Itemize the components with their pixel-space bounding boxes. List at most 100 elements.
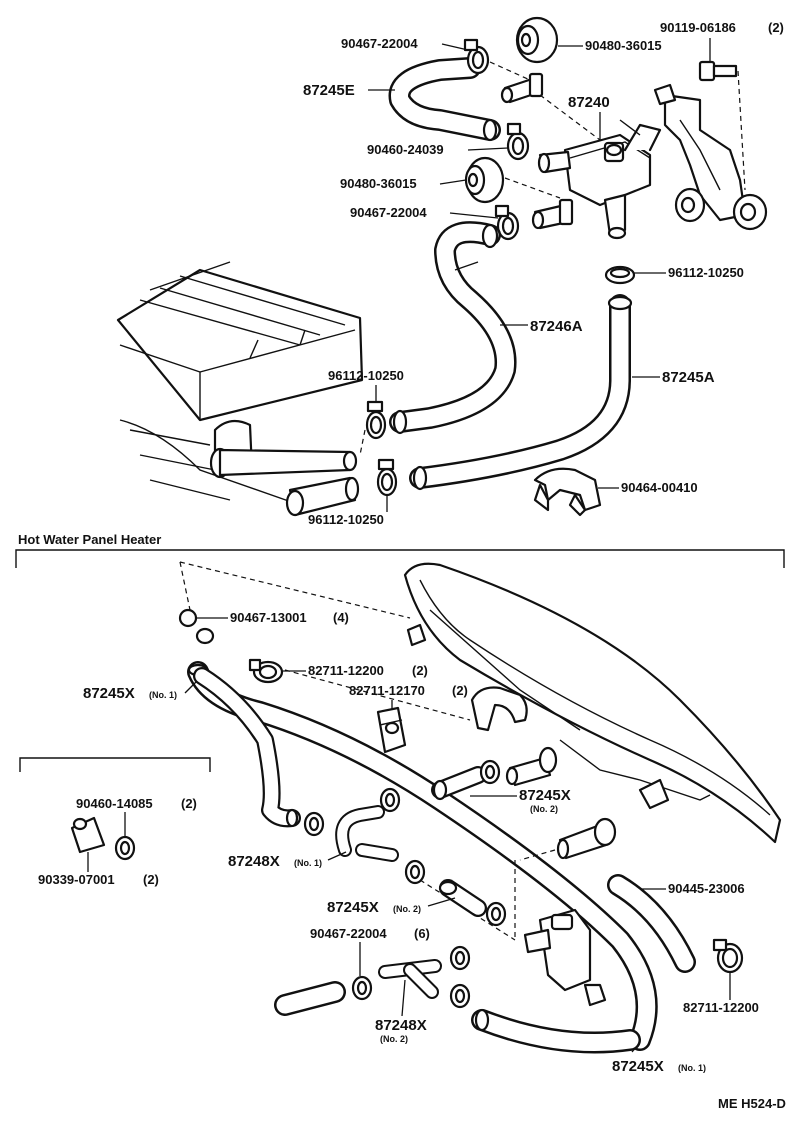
svg-text:90460-14085: 90460-14085 xyxy=(76,796,153,811)
svg-text:87245X: 87245X xyxy=(519,787,571,804)
callout-87248x-no2: 87248X (No. 2) xyxy=(375,979,427,1044)
hose-clamp-icon xyxy=(303,811,325,837)
callout-90467-22004-mid: 90467-22004 xyxy=(350,205,499,220)
callout-90119-06186: 90119-06186 (2) xyxy=(660,20,784,62)
svg-text:87240: 87240 xyxy=(568,94,610,111)
pipe-87248x-no1 xyxy=(335,805,399,862)
callout-90339-07001: 90339-07001 (2) xyxy=(38,852,159,887)
bolt-icon xyxy=(698,60,746,191)
svg-text:90480-36015: 90480-36015 xyxy=(340,176,417,191)
callout-87246a: 87246A xyxy=(500,318,583,335)
callout-87245a: 87245A xyxy=(632,369,715,386)
callout-82711-12170: 82711-12170 (2) xyxy=(349,683,468,710)
hose-87246a xyxy=(389,221,517,435)
hose-joint-icon xyxy=(500,72,544,104)
callout-90480-36015-top: 90480-36015 xyxy=(558,38,662,53)
grommet-icon xyxy=(464,156,505,204)
callout-90460-14085: 90460-14085 (2) xyxy=(76,796,197,836)
grommet-icon xyxy=(515,16,559,64)
hose-clamp-icon xyxy=(376,458,398,497)
callout-90467-22004-top: 90467-22004 xyxy=(341,36,469,51)
hose-clamp-icon xyxy=(114,835,136,861)
hose-clamp-icon xyxy=(404,859,426,885)
svg-text:87245X: 87245X xyxy=(83,685,135,702)
hose-clamp-icon xyxy=(506,122,530,161)
svg-text:90119-06186: 90119-06186 xyxy=(660,20,736,35)
svg-text:87245A: 87245A xyxy=(662,369,715,386)
callout-96112-10250-lower: 96112-10250 xyxy=(308,496,388,527)
hose-joint-icon xyxy=(531,198,574,230)
svg-text:82711-12200: 82711-12200 xyxy=(308,663,384,678)
drawing-code: ME H524-D xyxy=(718,1096,786,1111)
hose-clamp-icon xyxy=(463,38,490,75)
callout-87245x-no1-left: 87245X (No. 1) xyxy=(83,681,197,702)
svg-text:(2): (2) xyxy=(768,20,784,35)
callout-96112-10250-right: 96112-10250 xyxy=(634,265,744,280)
callout-87240: 87240 xyxy=(568,94,610,140)
svg-text:82711-12170: 82711-12170 xyxy=(349,683,425,698)
svg-text:(4): (4) xyxy=(333,610,349,625)
svg-text:90467-22004: 90467-22004 xyxy=(341,36,418,51)
callout-90467-13001: 90467-13001 (4) xyxy=(196,610,349,625)
hose-87245x-left xyxy=(274,981,346,1016)
hose-90445-23006 xyxy=(607,874,696,973)
svg-text:90467-22004: 90467-22004 xyxy=(350,205,427,220)
hose-clamp-icon xyxy=(351,975,373,1001)
svg-text:96112-10250: 96112-10250 xyxy=(308,512,384,527)
svg-text:(No. 1): (No. 1) xyxy=(294,858,322,868)
svg-text:87248X: 87248X xyxy=(375,1017,427,1034)
hose-clamp-icon xyxy=(479,759,501,785)
callout-96112-10250-upper: 96112-10250 xyxy=(328,368,404,402)
bracket-icon xyxy=(533,467,602,517)
svg-text:90464-00410: 90464-00410 xyxy=(621,480,698,495)
hose-87245x-no2-lower xyxy=(438,879,487,917)
svg-text:(No. 2): (No. 2) xyxy=(393,904,421,914)
hose-clamp-icon xyxy=(248,658,284,684)
subsection-box xyxy=(19,757,211,772)
callout-90460-24039: 90460-24039 xyxy=(367,142,509,157)
hose-87245x-no2-upper xyxy=(431,766,487,801)
section-header: Hot Water Panel Heater xyxy=(15,532,785,568)
engine-block-icon xyxy=(116,261,364,517)
svg-text:96112-10250: 96112-10250 xyxy=(668,265,744,280)
hose-joint-icon xyxy=(70,816,106,854)
hose-clamp-icon xyxy=(449,983,471,1009)
bracket-icon xyxy=(653,83,768,231)
bracket-icon xyxy=(470,686,528,732)
svg-text:87246A: 87246A xyxy=(530,318,583,335)
callout-87245x-no2-lower: 87245X (No. 2) xyxy=(327,897,456,916)
hose-clamp-icon xyxy=(485,901,507,927)
svg-text:87245X: 87245X xyxy=(327,899,379,916)
hose-87245e xyxy=(388,57,501,142)
svg-text:(2): (2) xyxy=(452,683,468,698)
hose-clamp-icon xyxy=(494,204,520,241)
hose-clamp-icon xyxy=(379,787,401,813)
svg-text:90467-22004: 90467-22004 xyxy=(310,926,387,941)
callout-90445-23006: 90445-23006 xyxy=(640,881,745,896)
callout-90467-22004-bottom: 90467-22004 (6) xyxy=(310,926,430,976)
pipe-87248x-no2 xyxy=(378,959,442,999)
hose-87245a xyxy=(409,294,633,491)
svg-text:90445-23006: 90445-23006 xyxy=(668,881,745,896)
water-valve-icon xyxy=(537,119,662,240)
hose-clamp-icon xyxy=(449,945,471,971)
svg-text:(6): (6) xyxy=(414,926,430,941)
hose-87245x-no1-end xyxy=(471,1008,641,1054)
svg-text:(No. 1): (No. 1) xyxy=(678,1063,706,1073)
hose-clamp-icon xyxy=(365,400,387,440)
hose-clamp-icon xyxy=(712,938,744,974)
panel-heater-icon xyxy=(403,562,782,844)
svg-text:96112-10250: 96112-10250 xyxy=(328,368,404,383)
svg-text:87245E: 87245E xyxy=(303,82,355,99)
svg-text:(2): (2) xyxy=(412,663,428,678)
svg-text:82711-12200: 82711-12200 xyxy=(683,1000,759,1015)
hose-clamp-icon xyxy=(178,608,215,645)
callout-87245e: 87245E xyxy=(303,82,395,99)
svg-text:90480-36015: 90480-36015 xyxy=(585,38,662,53)
hose-87245x-no1-branch xyxy=(193,667,301,828)
water-valve-icon xyxy=(523,908,607,1007)
svg-text:ME H524-D: ME H524-D xyxy=(718,1096,786,1111)
svg-text:90467-13001: 90467-13001 xyxy=(230,610,307,625)
callout-87245x-no2-upper: 87245X (No. 2) xyxy=(470,787,571,814)
